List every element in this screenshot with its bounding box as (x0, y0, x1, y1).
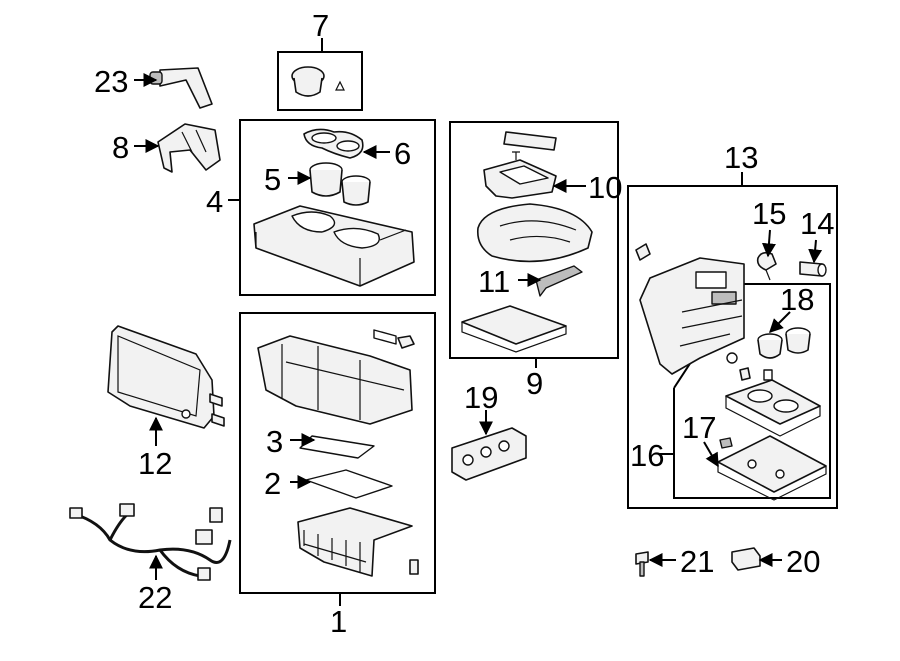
part-19-control-panel (451, 427, 527, 481)
box-group-16 (673, 283, 831, 499)
callout-19: 19 (464, 380, 498, 415)
box-group-13 (627, 185, 838, 509)
callout-16: 16 (630, 438, 664, 473)
part-17-base-tray (717, 435, 827, 501)
part-23-shift-handle (149, 67, 213, 109)
callout-4: 4 (206, 184, 223, 219)
callout-11: 11 (478, 264, 510, 299)
box-group-4 (239, 119, 436, 296)
part-13-rear-panel (635, 243, 745, 375)
callout-18: 18 (780, 282, 814, 317)
leader-14 (808, 239, 823, 264)
callout-1: 1 (330, 604, 347, 639)
callout-17: 17 (682, 410, 716, 445)
part-1-console-base (257, 329, 415, 425)
callout-14: 14 (800, 206, 834, 241)
part-5-cup-holder (309, 162, 371, 206)
callout-10: 10 (588, 170, 622, 205)
part-4-console-top (253, 205, 415, 287)
callout-23: 23 (94, 64, 128, 99)
callout-7: 7 (312, 8, 329, 43)
part-14-plug (799, 261, 827, 277)
part-22-wiring-harness (69, 503, 232, 581)
leader-15 (761, 229, 776, 258)
callout-9: 9 (526, 366, 543, 401)
part-15-clip (756, 251, 777, 281)
callout-3: 3 (266, 424, 283, 459)
callout-22: 22 (138, 580, 172, 615)
part-21-push-pin (635, 551, 649, 577)
part-20-block (731, 547, 761, 571)
part-18-cup-holder (757, 327, 811, 359)
callout-2: 2 (264, 466, 281, 501)
callout-21: 21 (680, 544, 714, 579)
box-part-7 (277, 51, 363, 111)
part-1-storage-bin (297, 507, 419, 577)
part-16-tray (725, 367, 821, 437)
box-group-9 (449, 121, 619, 359)
part-6-cup-insert (303, 128, 364, 159)
part-12-console-door (107, 325, 225, 429)
callout-5: 5 (264, 162, 281, 197)
callout-13: 13 (724, 140, 758, 175)
part-7-cap (291, 66, 345, 97)
callout-6: 6 (394, 136, 411, 171)
part-2-mat (305, 469, 393, 499)
box-group-1 (239, 312, 436, 594)
callout-15: 15 (752, 196, 786, 231)
part-8-shifter-bezel (157, 123, 221, 173)
part-9-armrest-lid (461, 131, 593, 353)
callout-12: 12 (138, 446, 172, 481)
callout-8: 8 (112, 130, 129, 165)
callout-20: 20 (786, 544, 820, 579)
leader-17 (703, 441, 719, 468)
leader-18 (769, 311, 791, 333)
